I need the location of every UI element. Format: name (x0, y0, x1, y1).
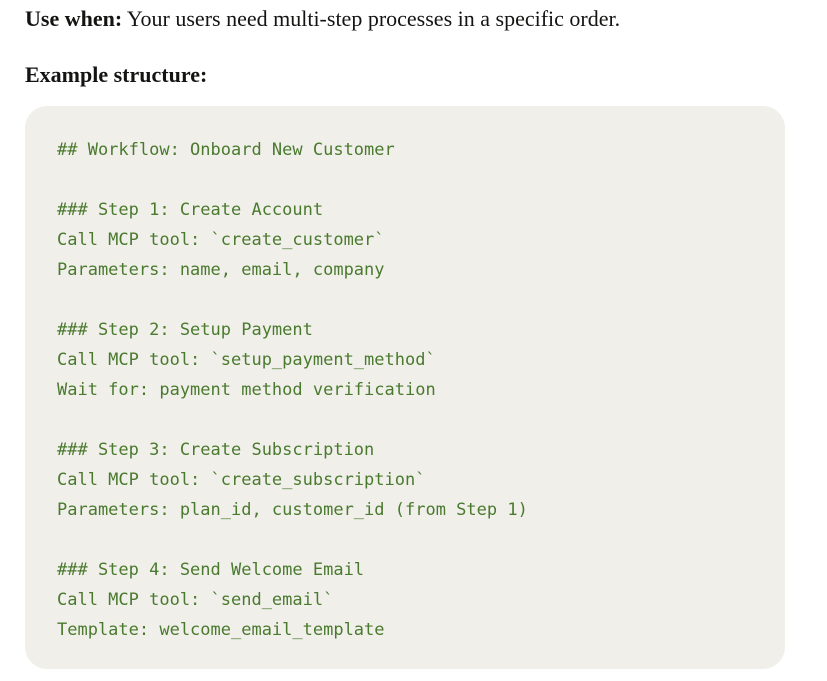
use-when-paragraph: Use when: Your users need multi-step pro… (25, 0, 785, 34)
code-line: Parameters: plan_id, customer_id (from S… (57, 500, 528, 520)
code-line: ### Step 2: Setup Payment (57, 320, 313, 340)
code-line: Call MCP tool: `create_subscription` (57, 470, 426, 490)
code-line: ### Step 4: Send Welcome Email (57, 560, 365, 580)
use-when-label: Use when: (25, 6, 123, 31)
code-line (57, 285, 753, 315)
document-section: Use when: Your users need multi-step pro… (25, 0, 785, 669)
code-line: Call MCP tool: `setup_payment_method` (57, 350, 436, 370)
code-block: ## Workflow: Onboard New Customer ### St… (25, 106, 785, 669)
code-line (57, 165, 753, 195)
example-structure-heading: Example structure: (25, 62, 208, 87)
code-line (57, 405, 753, 435)
code-line (57, 525, 753, 555)
code-line: ## Workflow: Onboard New Customer (57, 140, 395, 160)
code-line: Template: welcome_email_template (57, 620, 385, 640)
use-when-text: Your users need multi-step processes in … (122, 6, 621, 31)
code-line: Parameters: name, email, company (57, 260, 385, 280)
code-line: Call MCP tool: `send_email` (57, 590, 334, 610)
code-line: ### Step 3: Create Subscription (57, 440, 375, 460)
code-line: Wait for: payment method verification (57, 380, 436, 400)
code-line: Call MCP tool: `create_customer` (57, 230, 385, 250)
code-line: ### Step 1: Create Account (57, 200, 324, 220)
